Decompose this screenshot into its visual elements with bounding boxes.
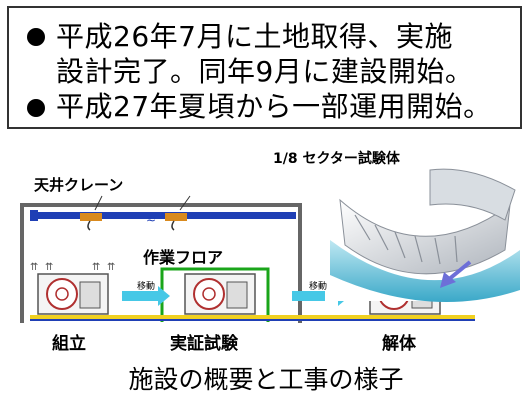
crane-trolley-1 xyxy=(80,213,102,231)
floor-label: 作業フロア xyxy=(143,248,223,267)
stage-label-assembly: 組立 xyxy=(52,333,86,354)
equipment-unit-assembly xyxy=(37,273,109,315)
crane-label: 天井クレーン xyxy=(34,176,123,194)
crane-leader-2 xyxy=(179,195,191,211)
vent-arrows: ⇈ ⇈ ⇈ ⇈ xyxy=(30,262,115,273)
stage-label-dismantle: 解体 xyxy=(382,333,417,354)
svg-text:⇈: ⇈ xyxy=(45,262,53,273)
sector-test-body-image xyxy=(325,166,525,302)
summary-box xyxy=(7,6,522,129)
crane-leader-1 xyxy=(94,195,103,211)
crane-trolley-2 xyxy=(165,213,187,231)
crane-rail: ≈ xyxy=(30,210,296,226)
bullet-dot-1 xyxy=(27,28,45,46)
bullet-dot-2 xyxy=(27,99,45,117)
svg-text:≈: ≈ xyxy=(146,212,156,226)
floor-rail xyxy=(30,319,475,321)
equipment-unit-testing xyxy=(184,273,256,315)
figure-caption: 施設の概要と工事の様子 xyxy=(128,365,404,394)
move-arrow-1 xyxy=(122,286,170,306)
move-label-1: 移動 xyxy=(137,280,155,292)
bullet-1-line-1: 平成26年7月に土地取得、実施 xyxy=(56,20,453,53)
svg-text:⇈: ⇈ xyxy=(92,262,100,273)
svg-text:⇈: ⇈ xyxy=(107,262,115,273)
building-outline xyxy=(20,203,302,323)
floor-line xyxy=(30,315,475,320)
test-body-label: 1/8 セクター試験体 xyxy=(273,150,401,167)
move-label-2: 移動 xyxy=(309,280,327,292)
bullet-1-line-2: 設計完了。同年9月に建設開始。 xyxy=(56,55,474,88)
bullet-2-line-1: 平成27年夏頃から一部運用開始。 xyxy=(56,90,492,123)
stage-label-testing: 実証試験 xyxy=(170,333,239,354)
svg-text:⇈: ⇈ xyxy=(30,262,38,273)
